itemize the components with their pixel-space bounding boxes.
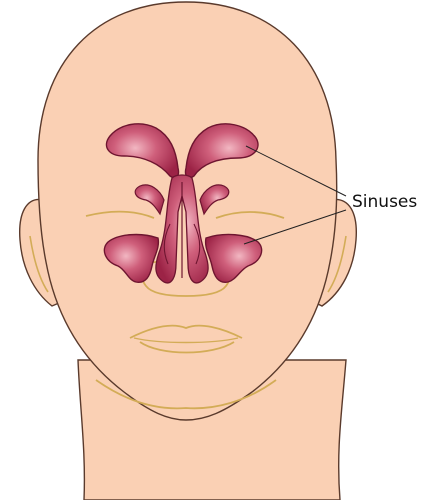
sinuses-label: Sinuses (352, 192, 417, 212)
